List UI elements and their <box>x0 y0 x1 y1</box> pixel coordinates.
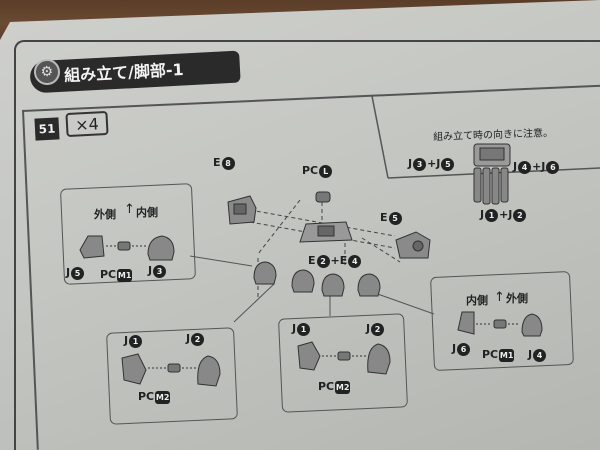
label-inner-side-right: 内側 <box>466 294 488 307</box>
part-e8 <box>227 195 257 225</box>
label-inner-side: 内側 <box>136 206 158 219</box>
toe-part-4 <box>357 273 381 297</box>
arrow-divider-icon: ↑ <box>124 202 135 217</box>
toe-part-1 <box>253 261 277 285</box>
label-outer-side-right: 外側 <box>506 292 528 305</box>
foot-assembly-illustration <box>473 143 511 205</box>
part-e5 <box>395 231 431 259</box>
page-border <box>14 40 600 450</box>
left-joint-parts <box>79 235 175 261</box>
right-joint-parts <box>457 311 543 337</box>
label-outer-side: 外側 <box>94 208 116 221</box>
toe-part-3 <box>321 273 345 297</box>
part-pc-l <box>315 191 331 203</box>
bottom-middle-joint-parts <box>297 341 391 375</box>
bottom-left-joint-parts <box>121 353 221 387</box>
toe-part-2 <box>291 269 315 293</box>
arrow-divider-icon-right: ↑ <box>494 290 505 305</box>
part-e2-e4-bracket <box>299 221 353 243</box>
